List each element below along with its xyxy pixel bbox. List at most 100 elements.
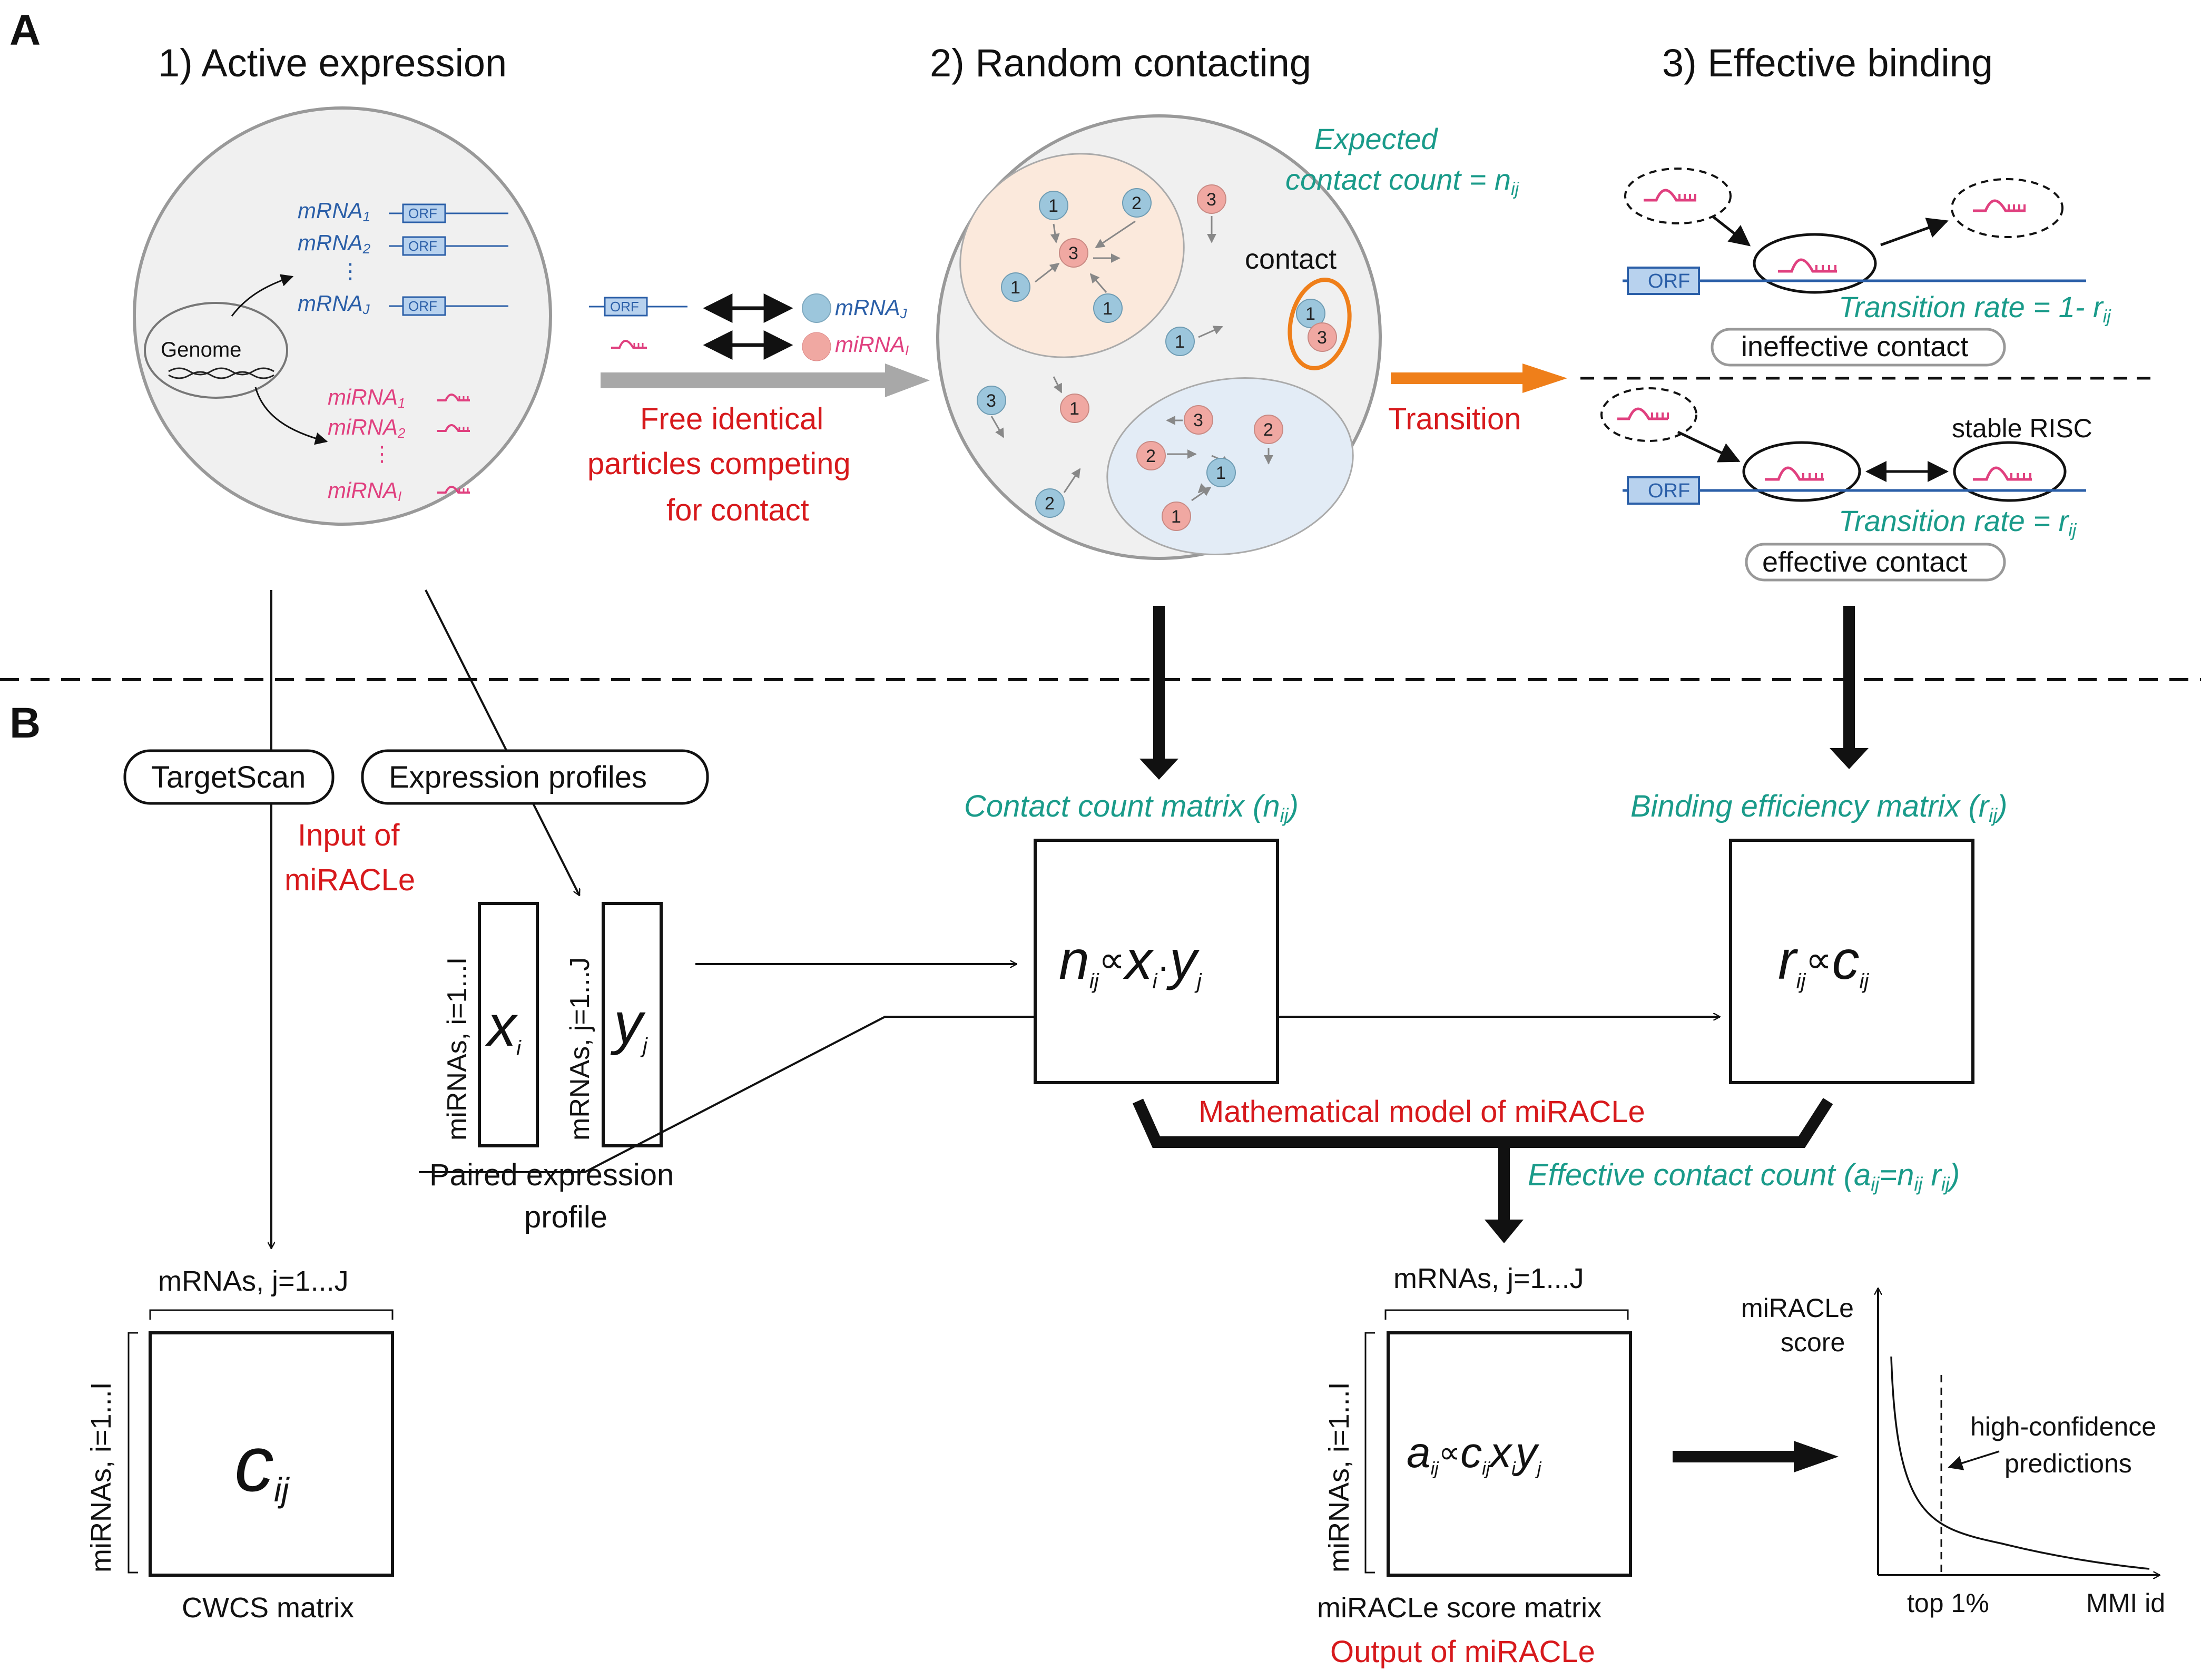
mrna-particle: [1039, 191, 1068, 220]
cwcs-c-symbol: cij: [234, 1419, 290, 1509]
stage-title-active-expression: 1) Active expression: [158, 41, 507, 85]
particle-index: 1: [1048, 196, 1058, 216]
input-of-line-2: miRACLe: [284, 863, 415, 897]
particle-index: 2: [1132, 193, 1142, 213]
score-formula: aij∝cijxiyj: [1407, 1429, 1542, 1479]
mrna-particle: [1165, 327, 1195, 356]
mirna-particle: [1197, 184, 1226, 214]
stable-risc-label: stable RISC: [1952, 414, 2092, 443]
plot-top-label: top 1%: [1907, 1588, 1989, 1618]
contact-matrix-title: Contact count matrix (nij): [964, 789, 1299, 826]
mrna-particle: [977, 386, 1006, 415]
particle-index: 3: [1317, 328, 1327, 348]
particle-motion-arrow: [990, 416, 1005, 438]
stage-title-random-contacting: 2) Random contacting: [930, 41, 1311, 85]
score-plot: miRACLe score high-confidence prediction…: [1741, 1288, 2165, 1618]
expected-contact-line-1: Expected: [1314, 122, 1438, 155]
expected-contact-line-2: contact count = nij: [1285, 163, 1520, 199]
orf-label-j: ORF: [408, 298, 437, 314]
particle-index: 2: [1045, 494, 1055, 514]
output-label: Output of miRACLe: [1330, 1635, 1595, 1669]
mirna-particle: [1059, 238, 1088, 268]
expression-cell: Genome mRNA1 ORF mRNA2 ORF ⋮ mRNAJ ORF m…: [133, 106, 552, 526]
particle-index: 1: [1216, 463, 1226, 483]
free-particles-text-3: for contact: [666, 493, 809, 527]
particle-motion-arrow: [1095, 220, 1136, 249]
mirna2-label: miRNA2: [328, 415, 406, 441]
profile-caption-2: profile: [524, 1200, 607, 1234]
orf-label-effective: ORF: [1648, 480, 1690, 502]
particle-index: 3: [1206, 190, 1216, 210]
effective-binding: stable RISC ORF Transition rate = rij ef…: [1600, 387, 2092, 582]
mirna-particle: [1060, 394, 1089, 423]
transition-label: Transition: [1388, 402, 1521, 436]
score-caption: miRACLe score matrix: [1317, 1592, 1601, 1624]
profile-mrnas-axis: mRNAs, j=1...J: [565, 957, 595, 1141]
score-matrix: [1387, 1331, 1632, 1577]
particle-motion-arrow: [1050, 223, 1060, 243]
contact-pair-highlight: [1288, 278, 1352, 370]
score-matrix-group: mRNAs, j=1...J miRNAs, i=1...I aij∝cijxi…: [1317, 1263, 1632, 1669]
legend-orf-label: ORF: [610, 299, 639, 315]
legend-mirnai: miRNAI: [835, 332, 909, 358]
effective-contact-badge: effective contact: [1762, 546, 1967, 578]
cwcs-matrix-group: mRNAs, j=1...J miRNAs, i=1...I cij CWCS …: [85, 1265, 394, 1624]
particle-index: 2: [1146, 446, 1156, 466]
orf-label-2: ORF: [408, 238, 437, 254]
ineffective-contact-badge: ineffective contact: [1741, 331, 1968, 362]
score-decay-curve: [1890, 1356, 2150, 1570]
mirnai-label: miRNAI: [328, 478, 401, 504]
mirna-particle: [1308, 322, 1337, 352]
cwcs-mirnas-axis: miRNAs, i=1...I: [85, 1382, 117, 1573]
transition-rate-ineffective: Transition rate = 1- rij: [1839, 290, 2111, 327]
mirna-particle: [1254, 415, 1283, 444]
mrnaj-label: mRNAJ: [298, 291, 370, 317]
genome-label: Genome: [161, 338, 241, 361]
particle-index: 3: [986, 391, 996, 411]
particle-index: 1: [1171, 507, 1181, 527]
mrna-particle: [1093, 293, 1123, 323]
mrna-particle: [1206, 458, 1236, 487]
stage-title-effective-binding: 3) Effective binding: [1662, 41, 1993, 85]
input-of-line-1: Input of: [298, 818, 400, 852]
particle-index: 1: [1103, 299, 1113, 319]
particle-index: 3: [1068, 243, 1078, 263]
particle-index: 1: [1010, 278, 1020, 298]
mrna-vdots: ⋮: [340, 260, 361, 283]
panel-b-label: B: [9, 699, 41, 747]
particle-index: 2: [1263, 420, 1273, 440]
orf-label-1: ORF: [408, 205, 437, 221]
plot-ylabel-1: miRACLe: [1741, 1293, 1854, 1323]
plot-hc-1: high-confidence: [1970, 1412, 2156, 1441]
particle-index: 1: [1305, 304, 1315, 324]
particle-index: 3: [1193, 410, 1203, 430]
particle-index: 1: [1175, 332, 1185, 352]
particle-motion-arrow: [1053, 376, 1063, 394]
mirna1-label: miRNA1: [328, 385, 405, 411]
x-i-symbol: xi: [485, 994, 522, 1060]
score-mirnas-axis: miRNAs, i=1...I: [1323, 1382, 1355, 1573]
paired-expression-profile: xi yj miRNAs, i=1...I mRNAs, j=1...J Pai…: [429, 902, 674, 1234]
particle-motion-arrow: [1035, 262, 1060, 283]
mrna-particle: [1296, 299, 1325, 328]
orf-label-ineffective: ORF: [1648, 270, 1690, 292]
profile-caption-1: Paired expression: [429, 1158, 674, 1192]
particle-motion-arrow: [1191, 486, 1212, 502]
mirna-hairpin-icon: [437, 394, 470, 494]
mirna-particle: [1136, 441, 1166, 470]
free-particles-text-2: particles competing: [587, 447, 851, 481]
free-particles-text-1: Free identical: [640, 402, 823, 436]
particle-motion-arrow: [1089, 273, 1107, 293]
targetscan-label: TargetScan: [151, 760, 306, 794]
plot-xlabel: MMI id: [2086, 1588, 2165, 1618]
expression-profiles-badge: [361, 749, 709, 805]
transition-rate-effective: Transition rate = rij: [1839, 504, 2077, 541]
dna-helix-icon: [168, 367, 274, 379]
profile-mirnas-axis: miRNAs, i=1...I: [442, 957, 473, 1141]
binding-efficiency-matrix: [1729, 839, 1974, 1084]
y-j-symbol: yj: [610, 991, 648, 1057]
particle-legend: ORF mRNAJ miRNAI Free identical particle…: [587, 293, 930, 527]
mirna-particle: [1184, 405, 1213, 435]
